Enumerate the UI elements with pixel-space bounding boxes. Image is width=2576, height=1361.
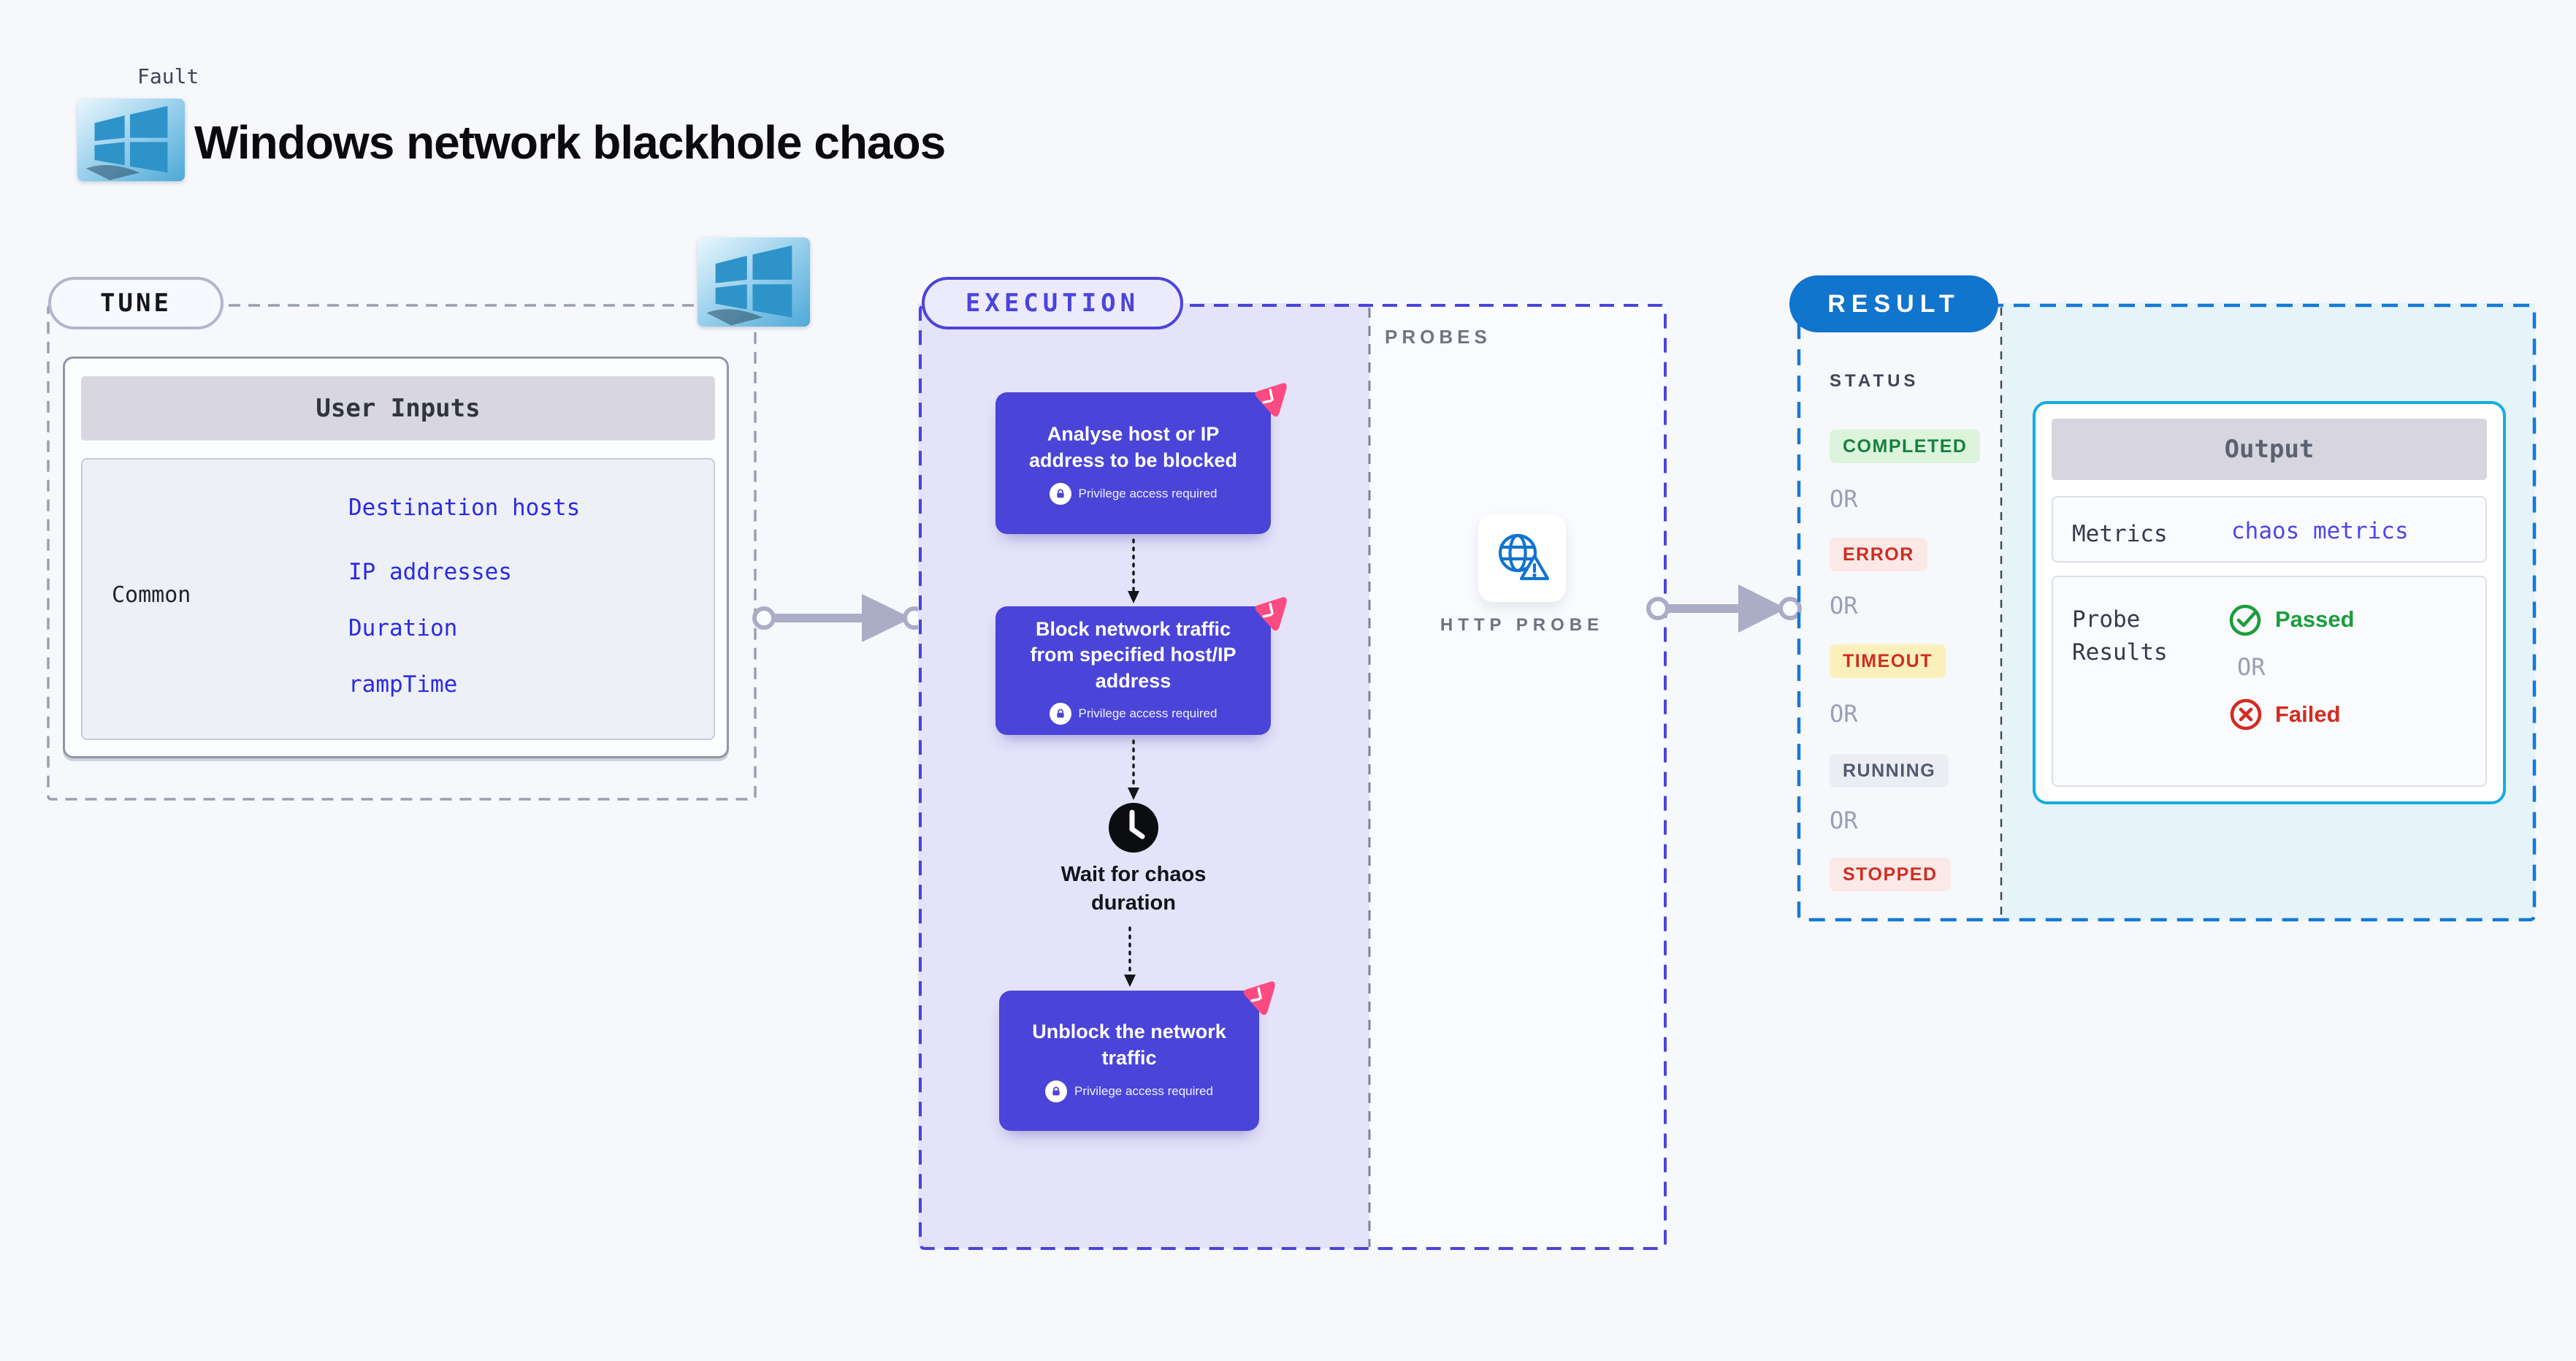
flow-connector-2	[1128, 739, 1139, 800]
user-inputs-table: Common Destination hosts IP addresses Du…	[81, 458, 715, 740]
step-card-unblock: Unblock the network traffic Privilege ac…	[999, 981, 1275, 1131]
chaos-flag-icon	[1255, 597, 1287, 631]
output-header: Output	[2052, 419, 2487, 480]
output-header-label: Output	[2224, 434, 2315, 464]
tune-to-execution-arrow	[752, 594, 925, 642]
result-dashed-border	[1797, 303, 2537, 922]
or-separator: OR	[1830, 485, 1858, 513]
output-card: Output Metrics chaos metrics Probe Resul…	[2033, 401, 2506, 804]
probes-background	[1369, 303, 1665, 1248]
step-title: Analyse host or IP address to be blocked	[1028, 423, 1238, 471]
or-separator: OR	[1830, 807, 1858, 834]
tune-dashed-border	[47, 304, 757, 801]
step-card-block: Block network traffic from specified hos…	[995, 597, 1287, 735]
input-link-ip-addresses[interactable]: IP addresses	[348, 559, 512, 585]
http-probe-card	[1478, 514, 1566, 602]
probe-results-label: Probe Results	[2072, 606, 2168, 666]
execution-to-result-arrow	[1646, 584, 1802, 633]
user-inputs-header: User Inputs	[81, 376, 715, 441]
tune-badge: TUNE	[48, 277, 223, 329]
privilege-note: Privilege access required	[1074, 1083, 1213, 1098]
probes-heading: PROBES	[1385, 326, 1491, 348]
globe-alert-icon	[1498, 533, 1550, 581]
input-link-ramptime[interactable]: rampTime	[348, 671, 458, 698]
metrics-label: Metrics	[2072, 520, 2168, 547]
privilege-note: Privilege access required	[1078, 706, 1218, 721]
execution-badge-label: EXECUTION	[965, 289, 1140, 318]
metrics-row: Metrics chaos metrics	[2052, 495, 2487, 563]
check-circle-icon	[2229, 604, 2261, 636]
step-card-analyse: Analyse host or IP address to be blocked…	[995, 383, 1287, 534]
page-title: Windows network blackhole chaos	[194, 116, 946, 169]
status-heading: STATUS	[1830, 371, 1919, 391]
or-separator: OR	[1830, 592, 1858, 619]
status-badge-running: RUNNING	[1830, 754, 1949, 788]
step-title: Unblock the network traffic	[1032, 1021, 1226, 1069]
failed-label: Failed	[2275, 701, 2341, 728]
input-link-duration[interactable]: Duration	[348, 615, 458, 641]
status-badge-stopped: STOPPED	[1830, 858, 1951, 891]
or-separator: OR	[2237, 653, 2266, 682]
passed-label: Passed	[2275, 606, 2355, 633]
user-inputs-header-label: User Inputs	[316, 394, 481, 423]
lock-icon	[1049, 703, 1071, 725]
flow-connector-3	[1124, 926, 1136, 987]
http-probe-label: HTTP PROBE	[1440, 615, 1605, 635]
user-inputs-card: User Inputs Common Destination hosts IP …	[63, 357, 729, 758]
or-separator: OR	[1830, 700, 1858, 728]
step-title: Block network traffic from specified hos…	[1030, 617, 1237, 692]
wait-step-title: Wait for chaos duration	[1060, 863, 1207, 915]
result-badge-label: RESULT	[1827, 289, 1960, 318]
chaos-flag-icon	[1243, 981, 1275, 1015]
status-badge-timeout: TIMEOUT	[1830, 644, 1946, 678]
input-category: Common	[112, 582, 191, 608]
chaos-metrics-link[interactable]: chaos metrics	[2231, 517, 2409, 544]
clock-icon	[1107, 801, 1160, 854]
input-link-destination-hosts[interactable]: Destination hosts	[348, 495, 581, 521]
status-badge-completed: COMPLETED	[1830, 430, 1981, 463]
x-circle-icon	[2230, 698, 2262, 731]
fault-eyebrow: Fault	[137, 64, 199, 88]
windows-logo-icon	[77, 99, 185, 181]
chaos-flag-icon	[1255, 383, 1287, 417]
status-badge-error: ERROR	[1830, 538, 1927, 571]
probe-results-row: Probe Results Passed OR Failed	[2052, 576, 2487, 787]
privilege-note: Privilege access required	[1078, 486, 1218, 500]
execution-dashed-border	[919, 304, 1667, 1250]
tune-badge-label: TUNE	[100, 289, 172, 318]
probe-verdicts: Passed OR Failed	[2228, 602, 2355, 732]
lock-icon	[1049, 482, 1071, 505]
execution-badge: EXECUTION	[922, 277, 1183, 329]
flow-connector-1	[1128, 538, 1139, 603]
lock-icon	[1045, 1080, 1068, 1102]
result-badge: RESULT	[1789, 275, 1998, 332]
windows-logo-icon-tune	[697, 237, 810, 327]
